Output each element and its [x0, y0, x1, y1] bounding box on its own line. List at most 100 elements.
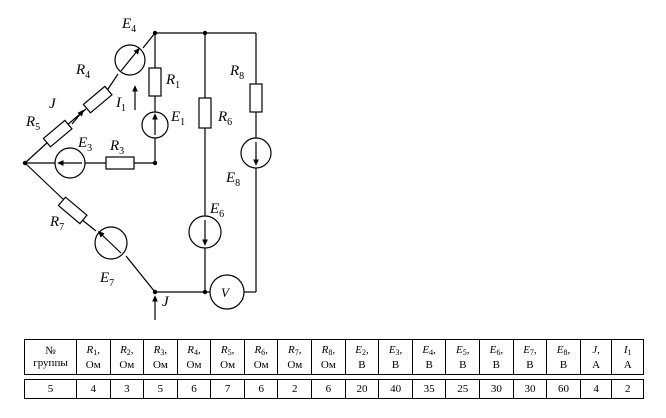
- junction-dot: [152, 289, 158, 295]
- header-unit: Ом: [119, 358, 135, 371]
- header-symbol-suffix: ,: [97, 343, 100, 356]
- header-symbol: E6,: [480, 344, 513, 359]
- header-unit: А: [592, 358, 601, 371]
- table-header-cell: R4,Ом: [176, 339, 212, 375]
- label-i1: I1: [115, 95, 126, 114]
- table-header-cell: E4,В: [411, 339, 447, 375]
- label-r4: R4: [75, 62, 90, 81]
- resistor-r5: [42, 119, 73, 148]
- header-symbol-suffix: ,: [399, 343, 403, 356]
- header-symbol-suffix: ,: [265, 343, 268, 356]
- junction-dot: [152, 30, 158, 36]
- table-value-cell: 30: [512, 379, 548, 399]
- header-unit: В: [358, 358, 366, 371]
- header-symbol: E4,: [413, 344, 446, 359]
- header-symbol-subscript: 4: [429, 347, 434, 357]
- voltage-sources: [54, 44, 272, 310]
- header-symbol-letter: R: [254, 343, 262, 356]
- table-header-cell: E3,В: [378, 339, 413, 375]
- header-symbol-suffix: ,: [597, 343, 600, 356]
- resistor-r1: [148, 67, 162, 97]
- header-symbol: E3,: [379, 344, 412, 359]
- header-unit: Ом: [287, 358, 303, 371]
- arrows: [57, 47, 259, 320]
- header-symbol-letter: E: [422, 343, 430, 356]
- header-unit: Ом: [253, 358, 269, 371]
- header-symbol-suffix: ,: [365, 343, 369, 356]
- header-unit: группы: [33, 357, 68, 369]
- header-symbol-subscript: 1: [627, 347, 632, 357]
- header-symbol: R1,: [77, 344, 110, 359]
- table-value-cell: 35: [411, 379, 447, 399]
- header-symbol-suffix: ,: [130, 343, 134, 356]
- header-symbol-subscript: 3: [160, 347, 165, 357]
- header-symbol-subscript: 7: [529, 347, 534, 357]
- label-j-left: J: [49, 96, 57, 112]
- header-symbol-letter: R: [321, 343, 329, 356]
- label-e3: E3: [77, 135, 92, 154]
- label-r6: R6: [217, 109, 232, 128]
- header-unit: Ом: [220, 358, 236, 371]
- header-symbol-letter: E: [355, 343, 362, 356]
- header-symbol-letter: R: [86, 343, 94, 356]
- arrow-j-left: [71, 109, 84, 125]
- header-symbol-suffix: ,: [533, 343, 537, 356]
- table-value-cell: 6: [176, 379, 212, 399]
- table-value-cell: 20: [344, 379, 380, 399]
- junction-dot: [152, 160, 158, 166]
- header-symbol-subscript: 6: [261, 347, 266, 357]
- header-symbol-letter: E: [523, 343, 530, 356]
- header-unit: В: [526, 358, 534, 371]
- header-symbol-subscript: 3: [395, 347, 400, 357]
- header-unit: Ом: [320, 358, 336, 371]
- header-symbol-suffix: ,: [567, 343, 571, 356]
- junctions: [22, 30, 208, 295]
- table-header-cell: E7, В: [512, 339, 548, 375]
- table-value-cell: 2: [611, 379, 644, 399]
- header-unit: В: [391, 358, 400, 371]
- header-symbol: R7,: [278, 344, 311, 359]
- junction-dot: [202, 289, 208, 295]
- resistor-r4: [82, 85, 113, 114]
- header-unit: В: [492, 358, 501, 371]
- voltmeter: [209, 274, 245, 310]
- resistor-r6: [198, 97, 212, 129]
- junction-dot: [22, 160, 28, 166]
- header-symbol-letter: R: [220, 343, 228, 356]
- label-r5: R5: [25, 114, 40, 133]
- header-symbol-letter: R: [288, 343, 295, 356]
- table-header-cell: R5,Ом: [210, 339, 245, 375]
- label-r8: R8: [229, 63, 244, 82]
- header-symbol-letter: R: [120, 343, 127, 356]
- header-symbol-subscript: 2: [126, 347, 131, 357]
- header-unit: Ом: [186, 358, 202, 371]
- header-unit: В: [425, 358, 433, 371]
- header-symbol: E5,: [446, 344, 479, 359]
- table-header-cell: R2, Ом: [109, 339, 145, 375]
- arrow-e4: [120, 47, 140, 72]
- circuit-wires: [24, 32, 257, 293]
- header-symbol-letter: J: [592, 343, 598, 356]
- table-header-cell: R7,Ом: [277, 339, 313, 375]
- table-value-cell: 60: [546, 379, 581, 399]
- label-e7: E7: [99, 270, 114, 289]
- resistor-r3: [105, 156, 135, 170]
- header-symbol-subscript: 5: [462, 347, 467, 357]
- voltmeter-label: V: [221, 285, 231, 300]
- header-symbol: R5,: [211, 344, 244, 359]
- label-e6: E6: [209, 201, 224, 220]
- header-symbol-subscript: 6: [496, 347, 501, 357]
- circuit-diagram: E4 R4 J R5 E3 R3 R1 I1 E1 R6 R8 E8 E6 R7…: [22, 16, 272, 320]
- arrow-e7: [97, 231, 122, 254]
- label-r3: R3: [109, 138, 124, 157]
- header-symbol-subscript: 5: [227, 347, 232, 357]
- header-symbol-suffix: ,: [197, 343, 201, 356]
- header-symbol-suffix: ,: [500, 343, 504, 356]
- label-r7: R7: [49, 214, 64, 233]
- label-e4: E4: [121, 16, 136, 35]
